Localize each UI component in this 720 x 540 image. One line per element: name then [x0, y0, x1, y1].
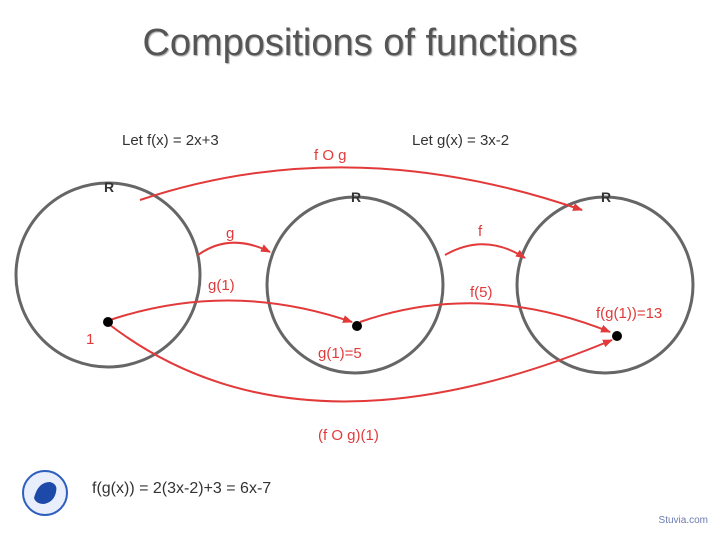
label-g1: g(1): [208, 277, 235, 294]
point-13: [612, 331, 622, 341]
arrow-f-compose-g: [139, 166, 583, 211]
arrow-f-of-5: [359, 302, 611, 333]
point-5: [352, 321, 362, 331]
arrow-fog-of-1: [109, 324, 613, 403]
set-label-left: R: [104, 179, 114, 195]
arrow-g-of-1: [109, 299, 353, 323]
watermark: Stuvia.com: [658, 515, 708, 526]
set-middle: [265, 195, 445, 375]
label-fog-top: f O g: [314, 147, 347, 164]
label-g1-eq: g(1)=5: [318, 345, 362, 362]
label-fog-of-1: (f O g)(1): [318, 427, 379, 444]
label-one: 1: [86, 331, 94, 348]
arrow-g-map: [197, 241, 271, 256]
label-f: f: [478, 223, 483, 240]
definition-g: Let g(x) = 3x-2: [412, 132, 510, 149]
label-g: g: [226, 225, 234, 242]
point-1: [103, 317, 113, 327]
label-f-g1: f(g(1))=13: [596, 305, 662, 322]
logo-icon: [22, 470, 68, 516]
definition-f: Let f(x) = 2x+3: [122, 132, 219, 149]
set-label-right: R: [601, 189, 611, 205]
codomain-set-right: [515, 195, 695, 375]
composition-formula: f(g(x)) = 2(3x-2)+3 = 6x-7: [92, 480, 272, 497]
slide-title: Compositions of functions: [142, 22, 578, 64]
arrow-f-map: [444, 243, 526, 259]
domain-set-left: [14, 181, 202, 369]
label-f5: f(5): [470, 284, 493, 301]
set-label-middle: R: [351, 189, 361, 205]
